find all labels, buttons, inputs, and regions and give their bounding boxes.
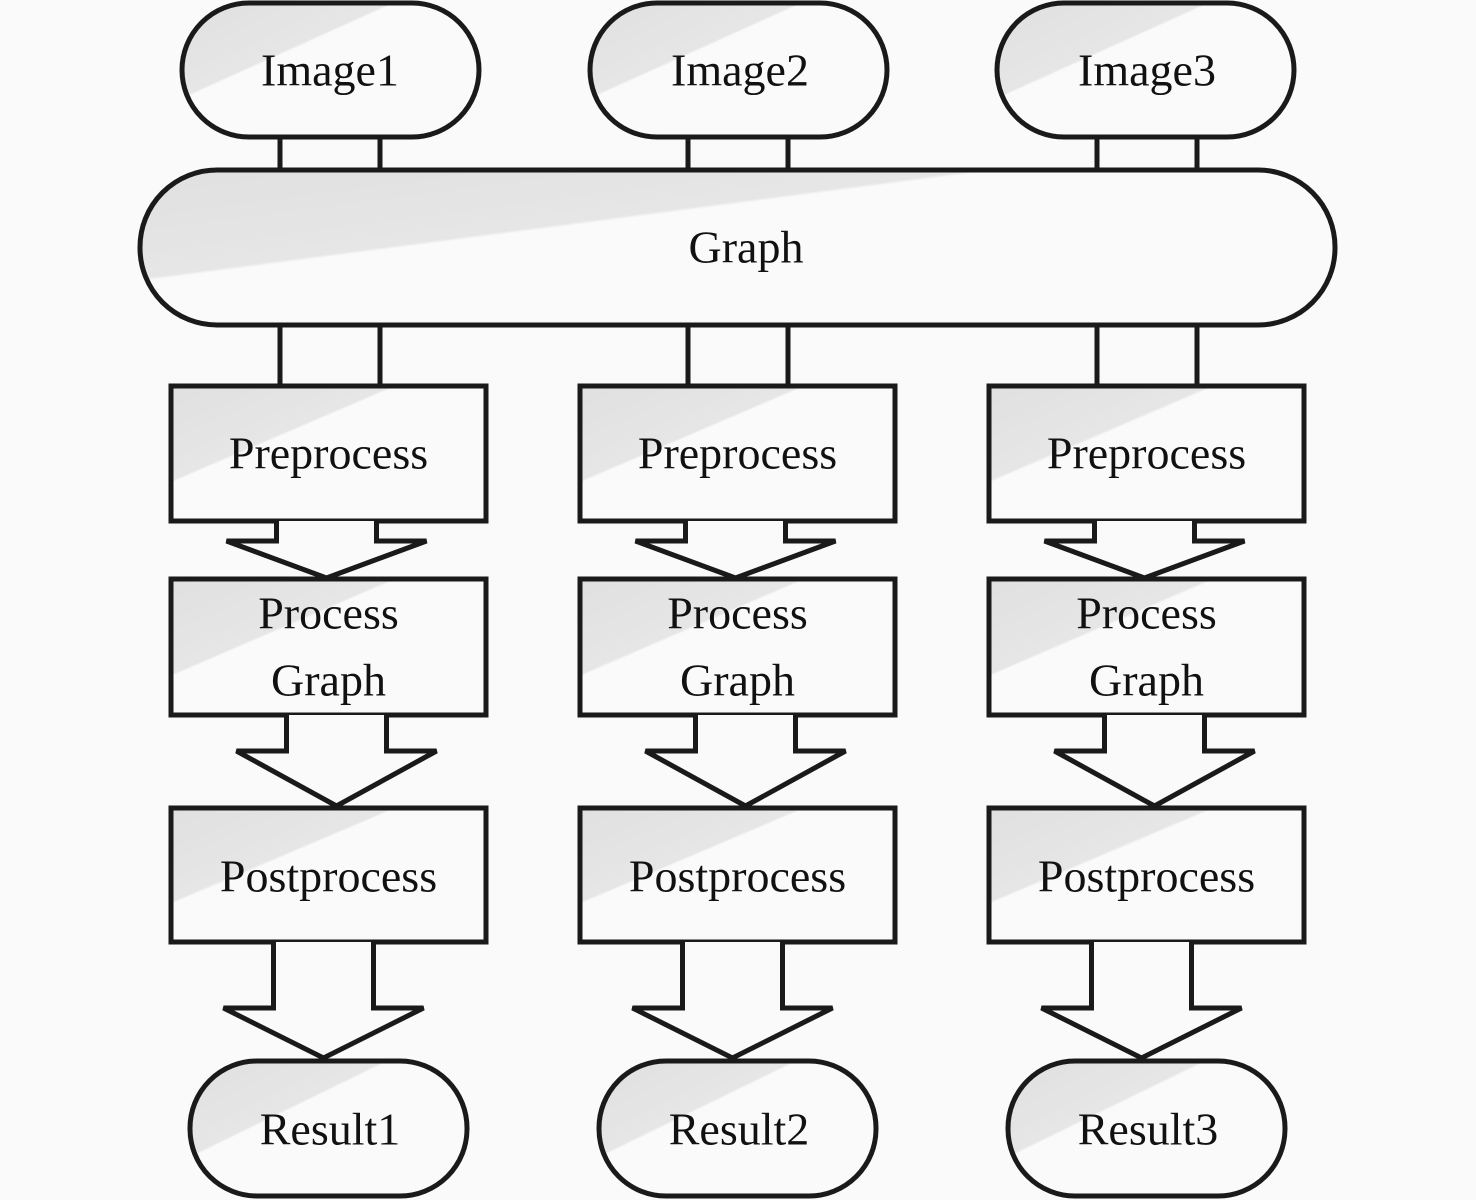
result-label: Result3 <box>1078 1104 1219 1155</box>
arrow-icon <box>1040 942 1243 1061</box>
graph-node: Graph <box>137 167 1338 328</box>
postprocess-box <box>168 805 489 945</box>
process-label-line1: Process <box>1076 588 1217 639</box>
graph-preprocess-connectors <box>277 325 1200 386</box>
arrow-icon <box>222 942 425 1061</box>
preprocess-label: Preprocess <box>1047 428 1246 479</box>
postprocess-box <box>577 805 898 945</box>
arrow-icon <box>631 942 834 1061</box>
image1-node: Image1 <box>179 0 482 140</box>
image-graph-connectors <box>277 137 1200 170</box>
result-label: Result2 <box>669 1104 810 1155</box>
image2-node: Image2 <box>587 0 890 140</box>
process-label-line2: Graph <box>271 655 386 706</box>
image3-node: Image3 <box>994 0 1297 140</box>
arrow-icon <box>1053 715 1256 809</box>
preprocess-box <box>168 383 489 524</box>
arrow-icon <box>235 715 438 809</box>
arrow-icon <box>634 521 837 581</box>
result-label: Result1 <box>260 1104 401 1155</box>
arrow-icon <box>225 521 428 581</box>
graph-label: Graph <box>689 222 804 273</box>
preprocess-label: Preprocess <box>229 428 428 479</box>
image3-label: Image3 <box>1078 45 1216 96</box>
arrow-icon <box>644 715 847 809</box>
image1-label: Image1 <box>261 45 399 96</box>
process-graph-box <box>577 576 898 718</box>
preprocess-box <box>577 383 898 524</box>
image2-label: Image2 <box>671 45 809 96</box>
result-node <box>1005 1058 1288 1199</box>
postprocess-label: Postprocess <box>220 851 437 902</box>
result-node <box>596 1058 879 1199</box>
process-label-line1: Process <box>667 588 808 639</box>
postprocess-label: Postprocess <box>1038 851 1255 902</box>
process-label-line2: Graph <box>680 655 795 706</box>
process-label-line2: Graph <box>1089 655 1204 706</box>
process-graph-box <box>986 576 1307 718</box>
postprocess-box <box>986 805 1307 945</box>
process-label-line1: Process <box>258 588 399 639</box>
process-graph-box <box>168 576 489 718</box>
preprocess-label: Preprocess <box>638 428 837 479</box>
result-node <box>187 1058 470 1199</box>
postprocess-label: Postprocess <box>629 851 846 902</box>
arrow-icon <box>1043 521 1246 581</box>
